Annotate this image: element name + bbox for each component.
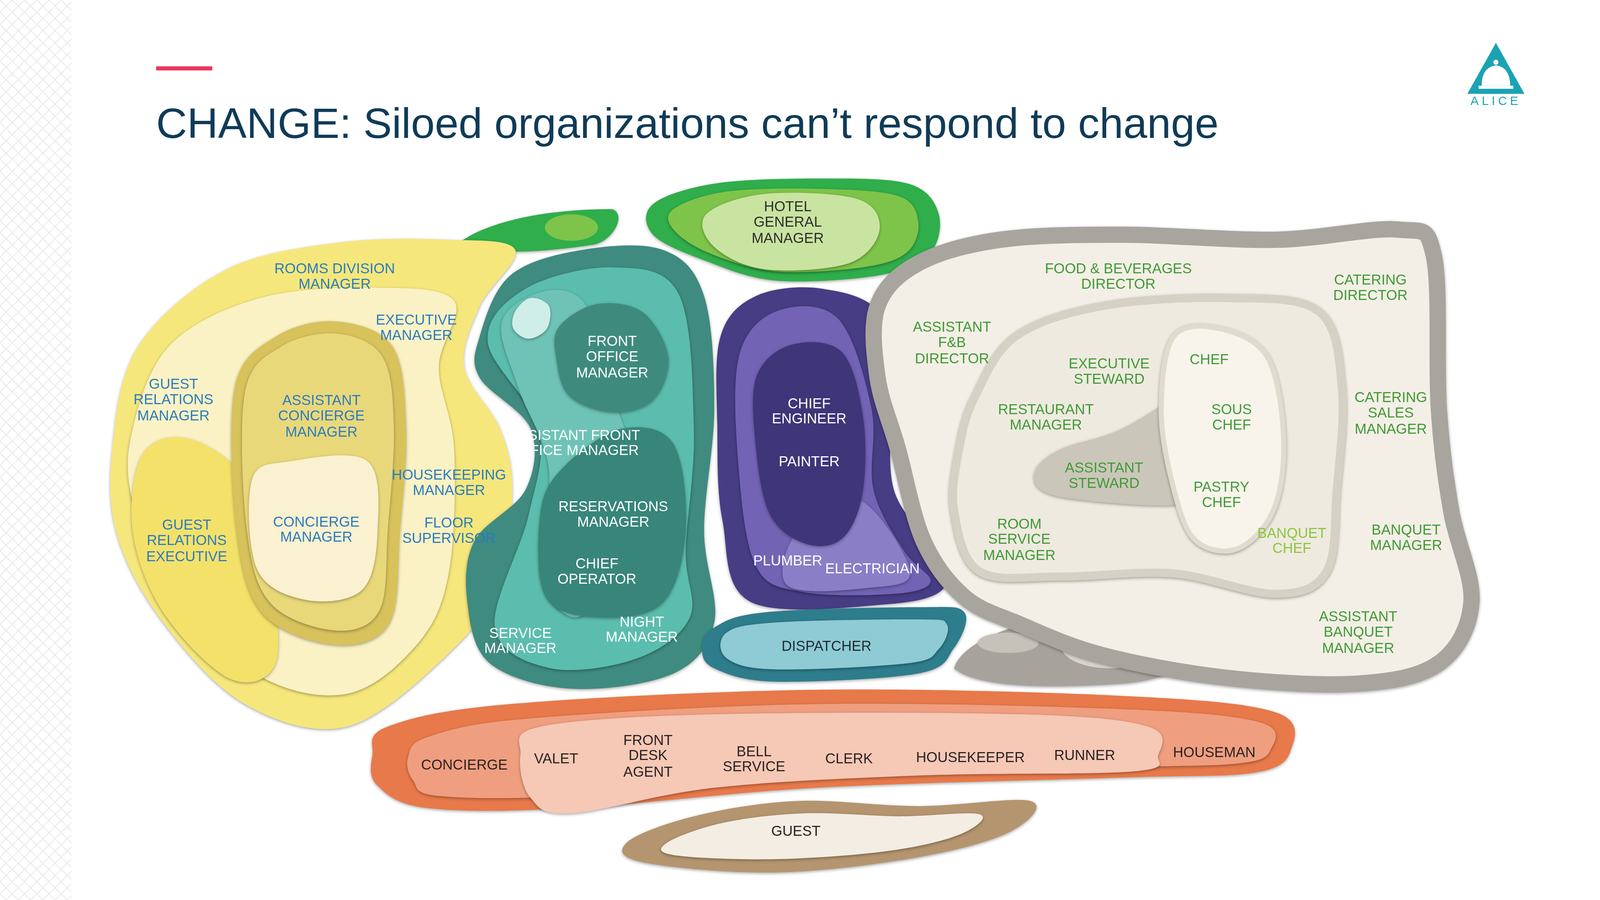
blob-layer (952, 297, 1343, 595)
role-label: DISPATCHER (765, 638, 888, 655)
role-label: ASSISTANT FRONT OFFICE MANAGER (497, 427, 651, 460)
role-label: EXECUTIVE STEWARD (1058, 355, 1161, 388)
accent-bar (156, 66, 213, 71)
role-label: PLUMBER (747, 552, 829, 569)
blob-layer (519, 712, 1163, 814)
blob-layer (487, 267, 694, 671)
role-label: CONCIERGE MANAGER (262, 513, 370, 546)
role-label: GUEST (755, 823, 837, 840)
role-label: CATERING SALES MANAGER (1345, 389, 1437, 438)
department-blob: GUEST (617, 790, 1041, 883)
department-blob: EXECUTIVE STEWARD RESTAURANT MANAGER ROOM … (943, 287, 1353, 605)
role-label: FRONT OFFICE MANAGER (568, 333, 656, 382)
role-label: BELL SERVICE (713, 743, 795, 776)
role-label: ASSISTANT STEWARD (1052, 459, 1155, 492)
role-label: CHEF (1178, 352, 1240, 368)
blob-layer (873, 229, 1472, 685)
department-blob: FRONT OFFICE MANAGER (545, 293, 679, 423)
role-label: HOTEL GENERAL MANAGER (739, 198, 837, 247)
slide-title: CHANGE: Siloed organizations can’t respo… (156, 100, 1219, 148)
role-label: FOOD & BEVERAGES DIRECTOR (1034, 260, 1203, 293)
department-blob: DISPATCHER (691, 597, 975, 693)
blob-layer (538, 427, 687, 618)
blob-layer (702, 192, 880, 271)
logo-cloche (1481, 65, 1511, 86)
role-label: HOUSEMAN (1158, 745, 1271, 761)
blob-layer (720, 619, 948, 670)
role-label: PAINTER (768, 454, 850, 470)
role-label: BANQUET MANAGER (1360, 522, 1452, 555)
role-label: CATERING DIRECTOR (1324, 272, 1417, 305)
role-label: SOUS CHEF (1200, 401, 1263, 434)
role-label: FLOOR SUPERVISOR (392, 515, 505, 548)
department-blob: CHEF SOUS CHEF PASTRY CHEF (1150, 318, 1294, 560)
logo-knob (1493, 59, 1499, 65)
role-label: BANQUET CHEF (1248, 525, 1335, 558)
logo-tray (1478, 85, 1514, 89)
blob-layer (110, 238, 516, 730)
role-label: FRONT DESK AGENT (615, 732, 682, 780)
role-label: CONCIERGE (402, 757, 526, 773)
role-label: CHIEF OPERATOR (548, 555, 646, 588)
blob-layer (702, 607, 967, 683)
role-label: VALET (520, 750, 592, 767)
blob-layer (622, 800, 1037, 873)
department-blob: CHIEF ENGINEER PAINTER (745, 334, 874, 555)
blob-layer (231, 321, 407, 646)
blob-layer (248, 455, 379, 602)
role-label: ROOMS DIVISION MANAGER (263, 260, 407, 293)
blob-shape (745, 334, 874, 555)
blob-shape (617, 790, 1041, 883)
role-label: ASSISTANT BANQUET MANAGER (1312, 608, 1404, 657)
department-blob: FOOD & BEVERAGES DIRECTOR CATERING DIRECT… (867, 219, 1482, 695)
blob-layer (1161, 326, 1284, 552)
role-label: HOUSEKEEPING MANAGER (385, 466, 513, 499)
role-label: RESERVATIONS MANAGER (549, 498, 678, 531)
role-label: RUNNER (1046, 747, 1123, 764)
blob-layer (127, 287, 457, 696)
blob-layer (465, 245, 716, 690)
role-label: CLERK (813, 750, 885, 767)
blob-layer (752, 342, 866, 547)
blob-layer (667, 188, 919, 273)
role-label: HOUSEKEEPER (911, 750, 1030, 766)
role-label: RESTAURANT MANAGER (988, 401, 1103, 434)
role-label: PASTRY CHEF (1185, 479, 1258, 512)
role-label: GUEST RELATIONS MANAGER (122, 375, 225, 424)
department-blob: CONCIERGE HOUSEMAN VALET FRONT DESK AGENT BE… (362, 679, 1301, 819)
role-label: EXECUTIVE MANAGER (365, 311, 468, 344)
department-blob: ASSISTANT CONCIERGE MANAGER CONCIERGE MAN… (224, 311, 417, 655)
blob-layer (512, 297, 551, 339)
logo-text: ALICE (1455, 95, 1537, 109)
blob-layer (554, 302, 669, 413)
department-blob: CONCIERGE MANAGER (241, 450, 388, 610)
role-label: ELECTRICIAN (813, 561, 932, 578)
role-label: ASSISTANT CONCIERGE MANAGER (267, 392, 375, 441)
role-label: ROOM SERVICE MANAGER (975, 515, 1063, 564)
role-label: NIGHT MANAGER (598, 613, 685, 646)
blob-layer (646, 178, 941, 282)
department-blob: ROOMS DIVISION MANAGER EXECUTIVE MANAGER G… (102, 229, 526, 737)
blob-layer (242, 333, 395, 631)
blob-layer (661, 812, 983, 860)
role-label: CHIEF ENGINEER (760, 395, 858, 428)
lattice-strip (0, 0, 72, 900)
role-label: GUEST RELATIONS EXECUTIVE (138, 516, 236, 565)
logo-triangle (1467, 42, 1525, 94)
role-label: ASSISTANT F&B DIRECTOR (906, 318, 998, 367)
role-label: SERVICE MANAGER (477, 625, 564, 658)
